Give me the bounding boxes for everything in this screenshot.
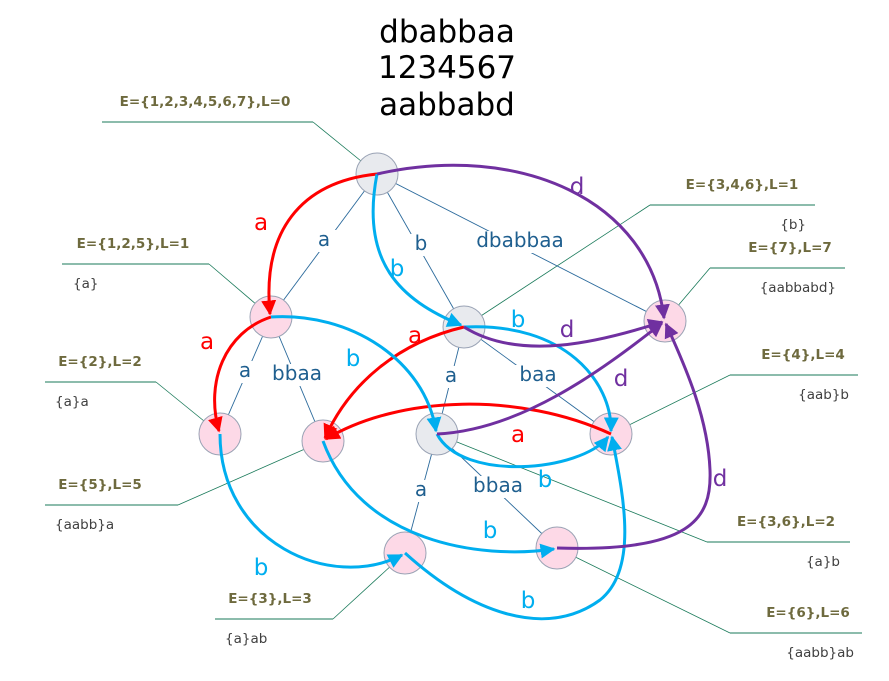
title-line-1: dbabbaa xyxy=(379,14,515,50)
state-node-n7[interactable] xyxy=(643,299,687,343)
tree-label-bg xyxy=(466,476,530,498)
tree-edge-label: a xyxy=(318,227,330,251)
transition-label: a xyxy=(408,323,422,349)
transition-a-edge xyxy=(261,172,378,316)
tree-edge-label: bbaa xyxy=(272,361,322,385)
transition-label: d xyxy=(614,366,629,392)
node-endpos-label: E={3,6},L=2 xyxy=(737,514,835,530)
transition-label: a xyxy=(200,329,214,355)
transition-b-edge xyxy=(321,440,556,559)
transition-a-edge xyxy=(208,315,272,433)
tree-label-bg xyxy=(438,366,464,388)
transition-label: d xyxy=(570,174,585,200)
transition-d-edge xyxy=(436,321,664,436)
tree-label-bg xyxy=(232,361,258,383)
transition-b-edge xyxy=(435,433,610,469)
transition-label: b xyxy=(538,467,553,493)
node-strings-label: {b} xyxy=(780,217,806,233)
title-line-3: aabbabd xyxy=(379,87,515,123)
tree-edge-label: a xyxy=(445,363,457,387)
transition-b-edge xyxy=(218,433,404,569)
node-strings-label: {a}ab xyxy=(225,631,267,647)
transition-d-edge xyxy=(376,163,670,320)
transition-label: a xyxy=(511,422,525,448)
transition-label: b xyxy=(521,588,536,614)
transition-a-edge xyxy=(324,402,612,441)
tree-label-bg xyxy=(265,364,329,386)
node-strings-label: {a} xyxy=(73,276,98,292)
transition-b-edge xyxy=(403,435,627,621)
title-line-2: 1234567 xyxy=(378,50,516,86)
transition-label: a xyxy=(254,210,268,236)
node-strings-label: {aab}b xyxy=(798,387,849,403)
transition-label: d xyxy=(713,466,728,492)
node-endpos-label: E={6},L=6 xyxy=(766,605,850,621)
tree-edge-label: a xyxy=(415,477,427,501)
transition-label: b xyxy=(390,256,405,282)
transition-label: b xyxy=(483,518,498,544)
transition-a-edge xyxy=(323,325,465,440)
node-strings-label: {aabbabd} xyxy=(760,280,836,296)
transition-b-edge xyxy=(270,315,442,433)
node-strings-label: {aabb}ab xyxy=(786,645,854,661)
node-endpos-label: E={7},L=7 xyxy=(748,240,832,256)
tree-label-bg xyxy=(311,230,337,252)
tree-edge-label: dbabbaa xyxy=(476,228,564,252)
transition-d-edge xyxy=(463,319,664,348)
transition-b-edge xyxy=(463,325,619,433)
node-endpos-label: E={3,4,6},L=1 xyxy=(686,177,799,193)
node-strings-label: {a}a xyxy=(55,394,89,410)
node-endpos-label: E={5},L=5 xyxy=(58,477,142,493)
node-strings-label: {aabb}a xyxy=(55,517,114,533)
transition-label: b xyxy=(254,555,269,581)
tree-label-bg xyxy=(408,480,434,502)
tree-label-bg xyxy=(408,234,434,256)
annotation-leader xyxy=(556,547,731,634)
annotation-leader xyxy=(610,374,731,435)
tree-label-bg xyxy=(468,231,572,253)
tree-edge-label: bbaa xyxy=(473,473,523,497)
transition-label: b xyxy=(346,346,361,372)
tree-edge-label: b xyxy=(415,231,428,255)
node-endpos-label: E={4},L=4 xyxy=(761,347,845,363)
node-strings-label: {a}b xyxy=(806,554,840,570)
transition-label: d xyxy=(560,317,575,343)
annotation-leader xyxy=(436,433,708,543)
tree-edge-label: a xyxy=(239,358,251,382)
transition-label: b xyxy=(511,307,526,333)
node-endpos-label: E={2},L=2 xyxy=(58,354,142,370)
node-endpos-label: E={1,2,3,4,5,6,7},L=0 xyxy=(120,94,291,110)
annotation-leader xyxy=(177,440,324,506)
transition-d-edge xyxy=(556,322,712,550)
node-endpos-label: E={3},L=3 xyxy=(228,591,312,607)
tree-edge-label: baa xyxy=(519,362,556,386)
transition-b-edge xyxy=(371,173,463,327)
node-endpos-label: E={1,2,5},L=1 xyxy=(77,236,190,252)
tree-label-bg xyxy=(512,365,564,387)
